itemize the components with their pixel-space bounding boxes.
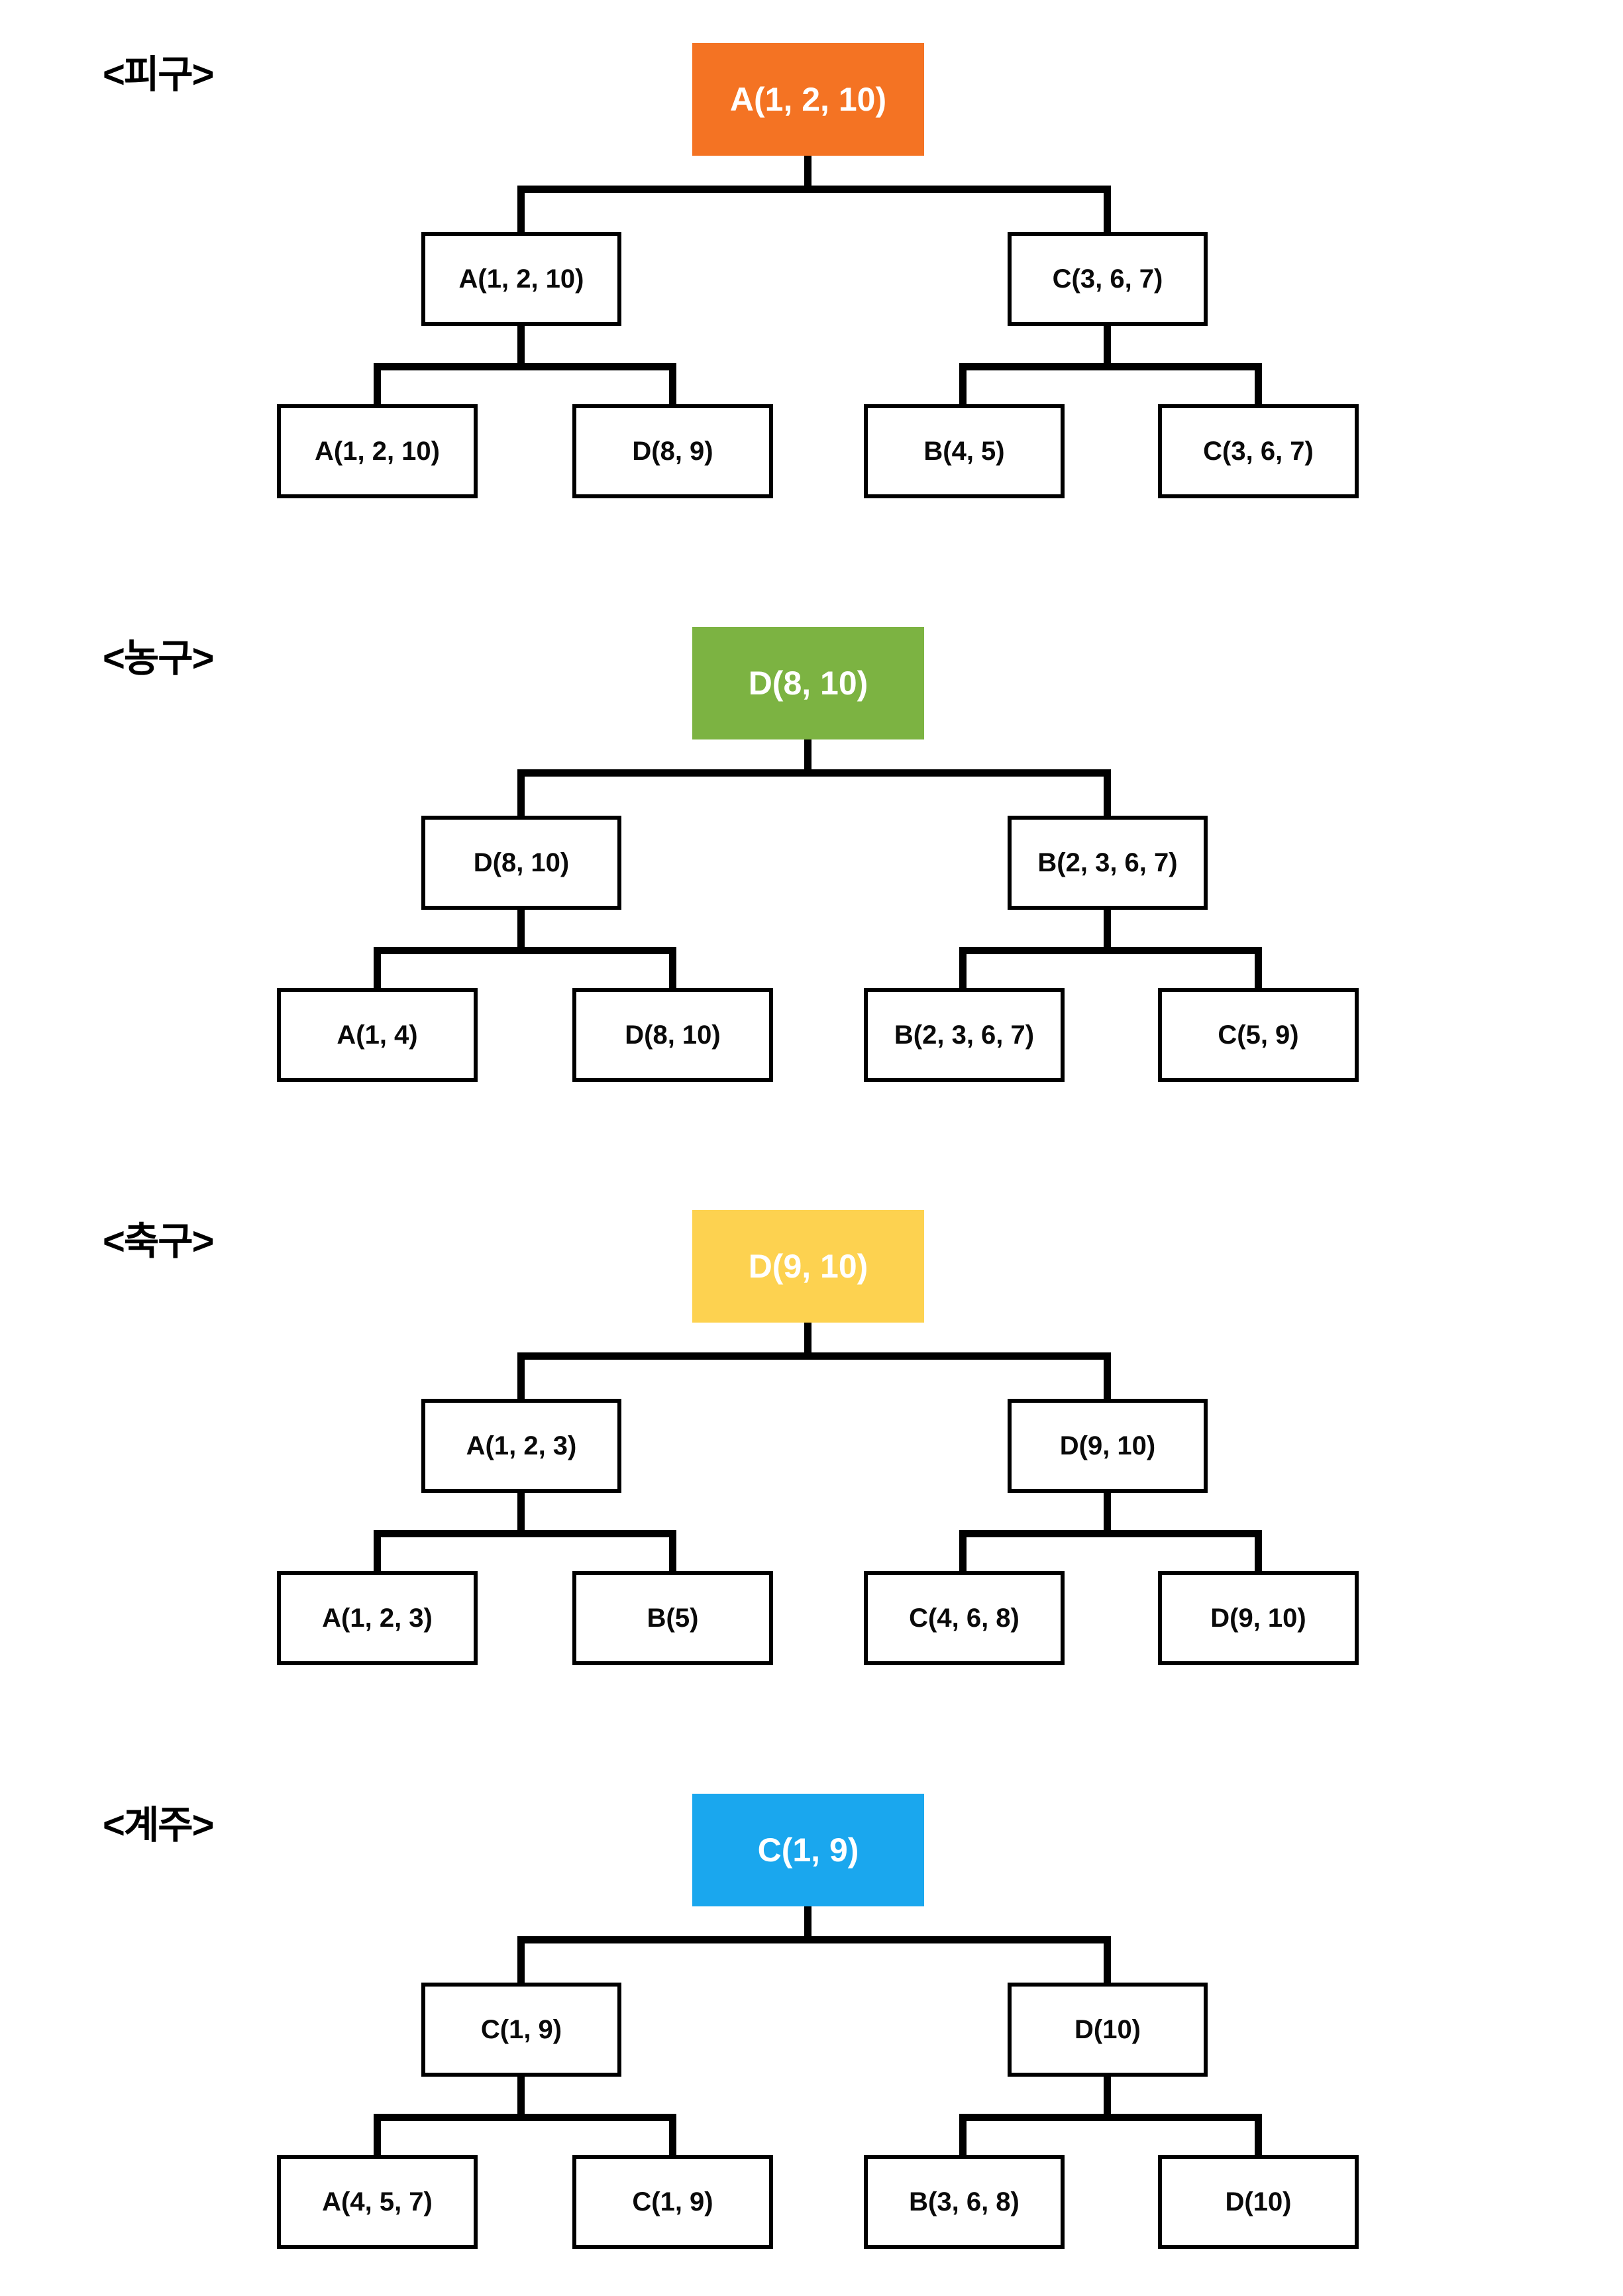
tree-node: D(9, 10) bbox=[1158, 1571, 1359, 1665]
tree-dodgeball-title: <피구> bbox=[103, 53, 214, 96]
tree-node: C(4, 6, 8) bbox=[864, 1571, 1065, 1665]
tree-node: C(3, 6, 7) bbox=[1158, 404, 1359, 498]
tree-dodgeball: <피구> A(1, 2, 10) A(1, 2, 10) C(3, 6, 7) … bbox=[0, 43, 1623, 507]
tree-node: C(1, 9) bbox=[421, 1983, 621, 2077]
connector-left-grandchildren-bracket bbox=[374, 2114, 676, 2155]
tree-node: A(4, 5, 7) bbox=[277, 2155, 478, 2249]
root-node: D(9, 10) bbox=[692, 1210, 924, 1323]
tree-node: A(1, 2, 10) bbox=[421, 232, 621, 326]
tree-node: B(2, 3, 6, 7) bbox=[864, 988, 1065, 1082]
connector-left-grandchildren-bracket bbox=[374, 1530, 676, 1571]
tree-node: A(1, 2, 3) bbox=[421, 1399, 621, 1493]
connector-children-bracket bbox=[517, 186, 1111, 232]
connector-right-grandchildren-bracket bbox=[959, 2114, 1262, 2155]
connector-left-child-stub bbox=[517, 1493, 525, 1534]
connector-children-bracket bbox=[517, 1352, 1111, 1399]
connector-left-grandchildren-bracket bbox=[374, 363, 676, 404]
tree-node: C(3, 6, 7) bbox=[1008, 232, 1208, 326]
connector-right-grandchildren-bracket bbox=[959, 363, 1262, 404]
connector-root-stub bbox=[804, 1906, 811, 1943]
connector-left-child-stub bbox=[517, 2077, 525, 2118]
connector-right-grandchildren-bracket bbox=[959, 947, 1262, 988]
connector-right-child-stub bbox=[1104, 326, 1111, 367]
tree-relay: <계주> C(1, 9) C(1, 9) D(10) A(4, 5, 7) C(… bbox=[0, 1794, 1623, 2258]
connector-left-child-stub bbox=[517, 910, 525, 951]
tree-basketball: <농구> D(8, 10) D(8, 10) B(2, 3, 6, 7) A(1… bbox=[0, 627, 1623, 1091]
tree-node: C(1, 9) bbox=[572, 2155, 773, 2249]
tree-soccer: <축구> D(9, 10) A(1, 2, 3) D(9, 10) A(1, 2… bbox=[0, 1210, 1623, 1674]
tree-node: C(5, 9) bbox=[1158, 988, 1359, 1082]
root-node: A(1, 2, 10) bbox=[692, 43, 924, 156]
connector-children-bracket bbox=[517, 1936, 1111, 1983]
tree-node: B(4, 5) bbox=[864, 404, 1065, 498]
tree-node: B(2, 3, 6, 7) bbox=[1008, 816, 1208, 910]
connector-root-stub bbox=[804, 156, 811, 193]
connector-left-child-stub bbox=[517, 326, 525, 367]
connector-root-stub bbox=[804, 739, 811, 777]
connector-right-child-stub bbox=[1104, 1493, 1111, 1534]
tree-node: D(10) bbox=[1158, 2155, 1359, 2249]
connector-root-stub bbox=[804, 1323, 811, 1360]
tree-node: A(1, 2, 3) bbox=[277, 1571, 478, 1665]
tree-node: A(1, 2, 10) bbox=[277, 404, 478, 498]
tree-node: D(8, 10) bbox=[572, 988, 773, 1082]
tree-node: D(10) bbox=[1008, 1983, 1208, 2077]
tree-node: A(1, 4) bbox=[277, 988, 478, 1082]
tree-relay-title: <계주> bbox=[103, 1804, 214, 1847]
tree-node: B(3, 6, 8) bbox=[864, 2155, 1065, 2249]
root-node: C(1, 9) bbox=[692, 1794, 924, 1906]
connector-children-bracket bbox=[517, 769, 1111, 816]
tree-basketball-title: <농구> bbox=[103, 637, 214, 680]
tree-node: D(8, 10) bbox=[421, 816, 621, 910]
connector-left-grandchildren-bracket bbox=[374, 947, 676, 988]
tree-node: B(5) bbox=[572, 1571, 773, 1665]
tree-soccer-title: <축구> bbox=[103, 1220, 214, 1263]
tree-node: D(8, 9) bbox=[572, 404, 773, 498]
connector-right-child-stub bbox=[1104, 2077, 1111, 2118]
root-node: D(8, 10) bbox=[692, 627, 924, 739]
connector-right-child-stub bbox=[1104, 910, 1111, 951]
tree-node: D(9, 10) bbox=[1008, 1399, 1208, 1493]
connector-right-grandchildren-bracket bbox=[959, 1530, 1262, 1571]
